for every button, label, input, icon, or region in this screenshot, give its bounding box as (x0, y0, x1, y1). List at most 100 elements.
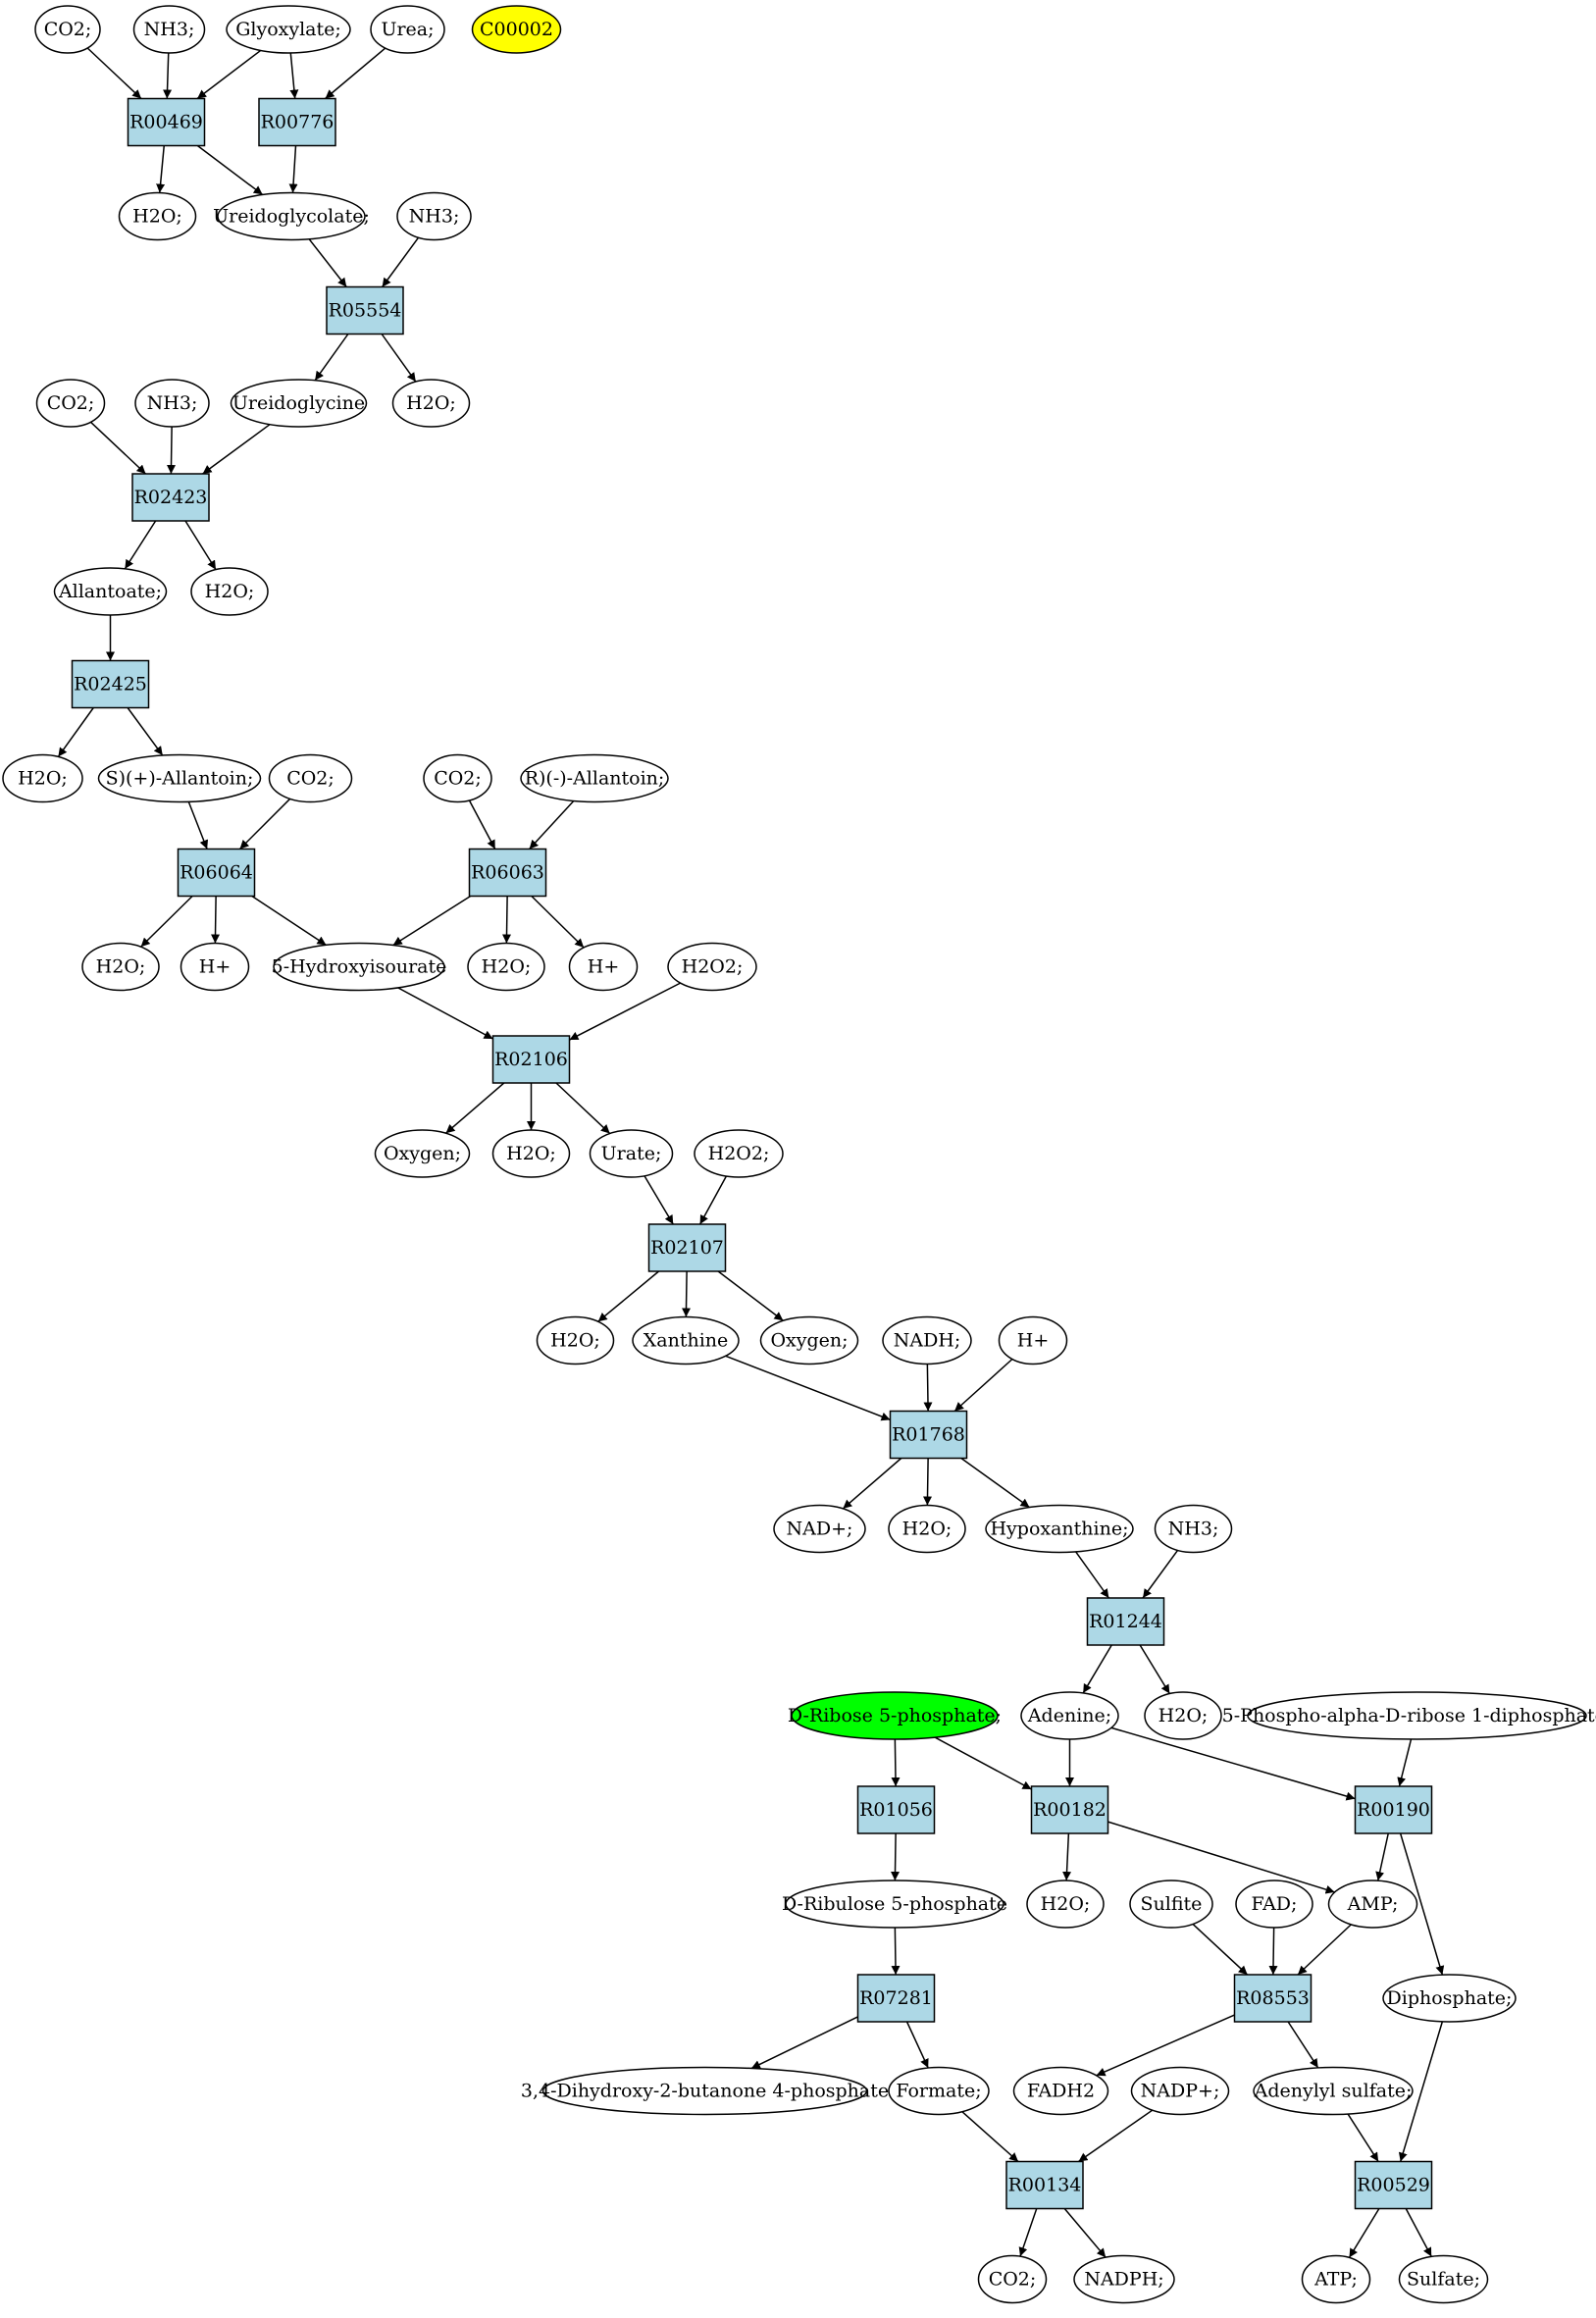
compound-label: Oxygen; (770, 1330, 848, 1352)
edge-arrow (127, 707, 164, 756)
reaction-node-r00529: R00529 (1354, 2160, 1433, 2210)
edge-arrow (750, 2016, 858, 2070)
compound-ellipse (785, 1880, 1004, 1929)
compound-node-co2: CO2; (268, 753, 353, 803)
compound-label: Ureidoglycolate; (213, 206, 370, 228)
compound-node-xanthine: Xanthine (632, 1315, 740, 1365)
compound-node-h2o2: H2O2; (694, 1129, 784, 1178)
edge-arrow (597, 1270, 660, 1322)
edge-arrow (86, 47, 142, 100)
reaction-box (258, 97, 336, 147)
compound-label: Diphosphate; (1387, 1987, 1513, 2009)
compound-ellipse (632, 1315, 740, 1365)
edge-arrow (196, 49, 262, 100)
compound-node-h2o: H2O; (118, 191, 197, 241)
compound-ellipse (759, 1315, 859, 1365)
reaction-node-r06063: R06063 (468, 848, 547, 898)
edge-layer (57, 47, 1445, 2258)
compound-ellipse (998, 1315, 1068, 1365)
reaction-label: R00529 (1357, 2175, 1430, 2196)
reaction-label: R02107 (650, 1237, 724, 1259)
compound-ellipse (81, 942, 160, 992)
compound-ellipse (226, 5, 351, 54)
compound-label: AMP; (1347, 1893, 1399, 1915)
reaction-label: R00182 (1033, 1799, 1107, 1821)
reaction-box (1354, 1785, 1433, 1834)
compound-node-co2: CO2; (977, 2254, 1048, 2304)
edge-arrow (163, 52, 173, 99)
compound-label: 3,4-Dihydroxy-2-butanone 4-phosphate (521, 2081, 889, 2102)
reaction-node-r06064: R06064 (177, 848, 256, 898)
compound-node-hypoxanthine: Hypoxanthine; (985, 1504, 1134, 1554)
compound-node-d-ribose-5-phosphate: D-Ribose 5-phosphate; (788, 1691, 1002, 1740)
edge-arrow (211, 896, 221, 944)
reaction-label: R08553 (1236, 1987, 1310, 2009)
reaction-node-r00469: R00469 (127, 97, 206, 147)
compound-node-h2o: H2O; (81, 942, 160, 992)
reaction-box (856, 1785, 936, 1834)
compound-node-nh3: NH3; (132, 5, 206, 54)
edge-arrow (89, 421, 147, 475)
compound-label: H+ (199, 956, 232, 978)
compound-node-nadp: NADP+; (1130, 2066, 1230, 2116)
edge-arrow (238, 798, 291, 850)
compound-label: NAD+; (787, 1519, 853, 1540)
edge-arrow (891, 1832, 901, 1881)
compound-node-5-hydroxyisourate: 5-Hydroxyisourate (272, 942, 446, 992)
edge-arrow (905, 2021, 929, 2069)
compound-ellipse (35, 379, 106, 428)
reaction-node-r01768: R01768 (889, 1410, 968, 1460)
compound-ellipse (423, 753, 492, 803)
compound-label: Oxygen; (384, 1143, 461, 1164)
edge-arrow (167, 426, 177, 475)
edge-arrow (289, 52, 299, 99)
compound-label: NH3; (1168, 1519, 1219, 1540)
edge-arrow (381, 334, 417, 383)
compound-label: CO2; (286, 768, 335, 790)
reaction-box (468, 848, 547, 898)
compound-label: D-Ribulose 5-phosphate (782, 1893, 1007, 1915)
edge-arrow (891, 1738, 901, 1787)
compound-ellipse (1130, 2066, 1230, 2116)
reaction-box (647, 1223, 727, 1272)
compound-node-amp: AMP; (1327, 1880, 1418, 1929)
reaction-label: R00134 (1008, 2175, 1082, 2196)
compound-ellipse (541, 2066, 868, 2116)
compound-label: ATP; (1313, 2269, 1358, 2291)
compound-node-s-allantoin: S)(+)-Allantoin; (97, 753, 262, 803)
compound-label: Glyoxylate; (235, 19, 341, 40)
compound-label: D-Ribose 5-phosphate; (788, 1705, 1002, 1726)
compound-label: C00002 (480, 19, 553, 40)
reaction-node-r00190: R00190 (1354, 1785, 1433, 1834)
compound-ellipse (132, 5, 206, 54)
compound-ellipse (1144, 1691, 1222, 1740)
compound-ellipse (2, 753, 83, 803)
reaction-label: R06064 (180, 862, 253, 884)
compound-ellipse (190, 567, 269, 616)
compound-label: Allantoate; (58, 581, 162, 602)
reaction-box (856, 1974, 936, 2023)
compound-label: NH3; (144, 19, 195, 40)
compound-label: NH3; (147, 392, 198, 414)
compound-ellipse (230, 379, 368, 428)
compound-ellipse (97, 753, 262, 803)
reaction-node-r00134: R00134 (1005, 2160, 1084, 2210)
edge-arrow (555, 1082, 611, 1135)
compound-node-nh3: NH3; (1154, 1504, 1233, 1554)
compound-label: Urea; (381, 19, 434, 40)
compound-ellipse (374, 1129, 471, 1178)
compound-label: FAD; (1252, 1893, 1298, 1915)
reaction-node-r01056: R01056 (856, 1785, 936, 1834)
edge-arrow (1096, 2014, 1235, 2077)
compound-node-urea: Urea; (370, 5, 445, 54)
edge-arrow (923, 1364, 933, 1412)
edge-arrow (531, 895, 585, 949)
compound-label: 5-Phospho-alpha-D-ribose 1-diphosphate; (1222, 1705, 1596, 1726)
compound-ellipse (53, 567, 168, 616)
compound-label: H2O; (1158, 1705, 1209, 1726)
compound-node-h2o: H2O; (536, 1315, 615, 1365)
edge-arrow (725, 1355, 891, 1421)
edge-arrow (1107, 1821, 1335, 1894)
compound-node-co2: CO2; (34, 5, 101, 54)
edge-arrow (382, 236, 420, 287)
